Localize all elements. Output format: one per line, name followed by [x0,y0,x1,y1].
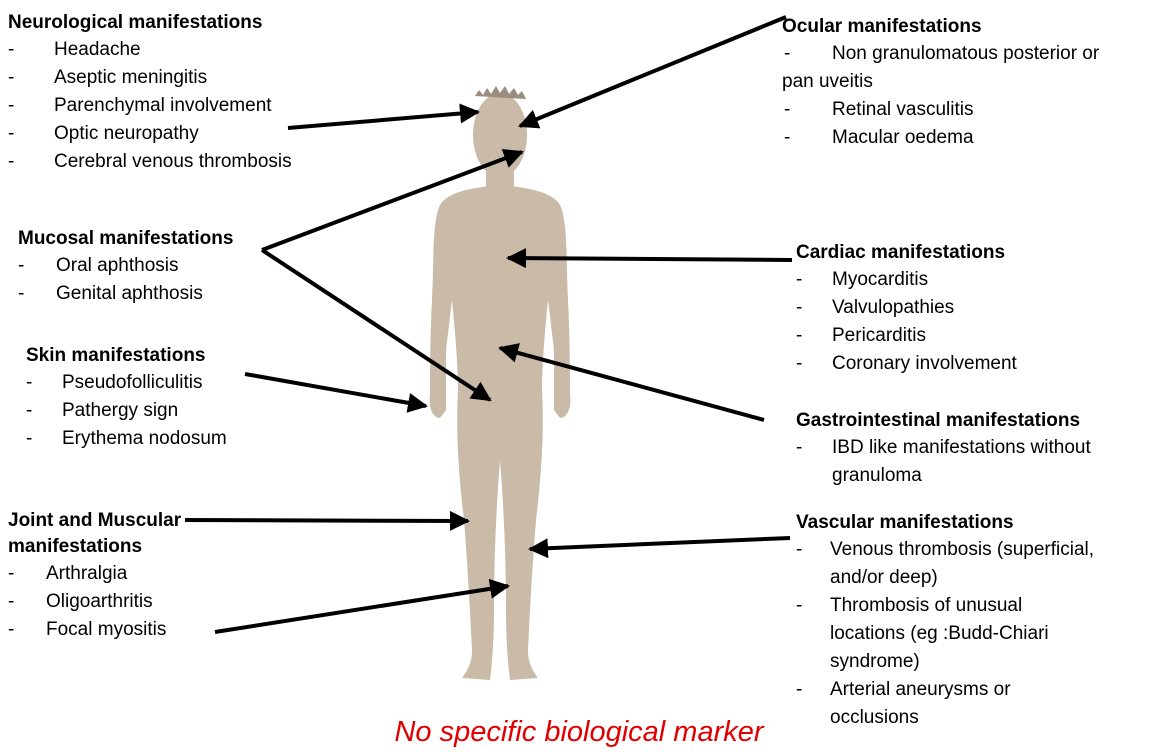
list-item: -Genital aphthosis [18,280,233,308]
list-item: -Erythema nodosum [26,425,227,453]
neuro-title: Neurological manifestations [8,10,292,36]
vascular-block: Vascular manifestations -Venous thrombos… [796,510,1152,732]
arrow-cardiac-to-chest [508,258,792,260]
arrow-myositis-to-calf [215,586,508,632]
list-item: -Cerebral venous thrombosis [8,148,292,176]
arrow-vascular-to-leg [530,538,790,549]
list-item: -Arthralgia [8,560,181,588]
list-item: -Myocarditis [796,266,1017,294]
list-item: -Oligoarthritis [8,588,181,616]
vascular-title: Vascular manifestations [796,510,1152,536]
gi-block: Gastrointestinal manifestations -IBD lik… [796,408,1152,490]
list-item: -Coronary involvement [796,350,1017,378]
arrow-ocular-to-eye [520,17,786,126]
list-item: -Aseptic meningitis [8,64,292,92]
skin-block: Skin manifestations -Pseudofolliculitis … [26,343,227,453]
list-item: -Headache [8,36,292,64]
ocular-block: Ocular manifestations -Non granulomatous… [782,14,1154,152]
arrow-neuro-to-head [288,112,478,128]
ocular-title: Ocular manifestations [782,14,1154,40]
skin-title: Skin manifestations [26,343,227,369]
list-item: -Pericarditis [796,322,1017,350]
joint-title-line1: Joint and Muscular [8,508,181,534]
list-item: -Thrombosis of unusual locations (eg :Bu… [796,592,1066,676]
joint-title-line2: manifestations [8,534,181,560]
list-item: -Optic neuropathy [8,120,292,148]
list-item: -Valvulopathies [796,294,1017,322]
joint-block: Joint and Muscular manifestations -Arthr… [8,508,181,644]
list-item: -IBD like manifestations without granulo… [796,434,1142,490]
list-item: -Focal myositis [8,616,181,644]
list-item: -Macular oedema [782,124,1154,152]
list-item: -Parenchymal involvement [8,92,292,120]
list-item: -Non granulomatous posterior or [782,40,1154,68]
list-item-continuation: pan uveitis [782,68,1154,96]
mucosal-title: Mucosal manifestations [18,226,233,252]
list-item: -Pseudofolliculitis [26,369,227,397]
list-item: -Venous thrombosis (superficial, and/or … [796,536,1120,592]
list-item: -Pathergy sign [26,397,227,425]
neuro-block: Neurological manifestations -Headache -A… [8,10,292,176]
mucosal-block: Mucosal manifestations -Oral aphthosis -… [18,226,233,308]
arrow-skin-to-hand [245,374,426,406]
footer-note: No specific biological marker [0,716,1158,749]
list-item: -Retinal vasculitis [782,96,1154,124]
cardiac-title: Cardiac manifestations [796,240,1017,266]
human-body-silhouette [430,86,571,680]
arrow-joint-to-knee [185,520,468,521]
cardiac-block: Cardiac manifestations -Myocarditis -Val… [796,240,1017,378]
list-item: -Oral aphthosis [18,252,233,280]
gi-title: Gastrointestinal manifestations [796,408,1152,434]
